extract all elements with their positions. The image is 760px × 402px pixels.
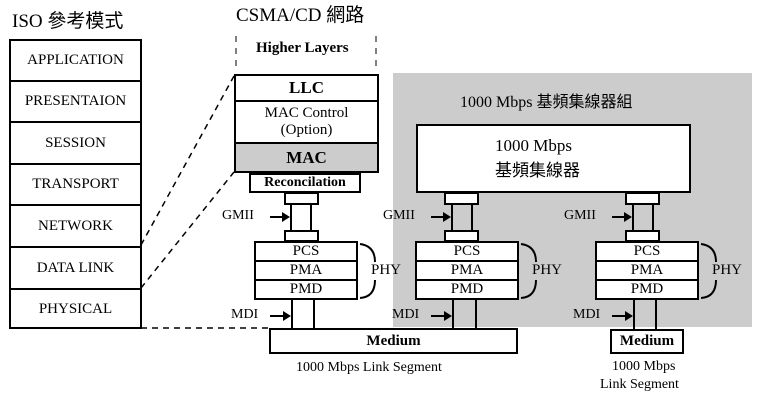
arrow-icon [431,212,451,222]
medium-box: Medium [610,329,684,354]
phy-label: PHY [371,262,402,278]
pma-sublayer: PMA [597,262,697,281]
mac-control-label: MAC Control [264,105,349,121]
mac-control-option-label: (Option) [280,122,333,138]
phy-brace [359,243,376,263]
phy-brace [520,279,537,299]
medium-box: Medium [269,328,518,354]
phy-stack: PCS PMA PMD [254,241,358,300]
iso-layer-network: NETWORK [11,206,140,248]
arrow-icon [431,311,452,321]
link-segment-label: 1000 Mbps Link Segment [296,360,442,375]
pcs-sublayer: PCS [597,243,697,262]
dashed-map-line-bottom [140,171,235,289]
mdi-label: MDI [231,307,259,322]
iso-layer-data-link: DATA LINK [11,248,140,290]
phy-label: PHY [532,262,563,278]
iso-layer-presentation: PRESENTAION [11,82,140,123]
hub-label-line2: 基頻集線器 [495,161,580,180]
hub-label-line1: 1000 Mbps [495,136,572,155]
mac-control-layer: MAC Control (Option) [236,102,377,144]
hub-box: 1000 Mbps 基頻集線器 [416,124,691,193]
phy-brace [359,279,376,299]
arrow-icon [612,212,632,222]
gmii-connector-top [444,192,479,205]
pma-sublayer: PMA [417,262,517,281]
higher-layers-label: Higher Layers [256,40,349,56]
mdi-label: MDI [573,307,601,322]
phy-label: PHY [712,262,743,278]
gmii-connector-top [625,192,660,205]
gmii-label: GMII [564,208,596,223]
gmii-label: GMII [222,208,254,223]
iso-layer-application: APPLICATION [11,41,140,82]
iso-layer-stack: APPLICATION PRESENTAION SESSION TRANSPOR… [9,39,142,329]
iso-title: ISO 參考模式 [12,11,124,32]
phy-stack: PCS PMA PMD [595,241,699,300]
pma-sublayer: PMA [256,262,356,281]
pcs-sublayer: PCS [417,243,517,262]
pmd-sublayer: PMD [630,281,664,297]
phy-stack: PCS PMA PMD [415,241,519,300]
pmd-sublayer: PMD [450,281,484,297]
hub-group-title: 1000 Mbps 基頻集線器組 [460,94,633,111]
reconciliation-sublayer: Reconcilation [249,173,361,193]
pcs-sublayer: PCS [256,243,356,262]
mac-stack: LLC MAC Control (Option) MAC [234,74,379,173]
dashed-map-line-top [140,75,235,246]
link-segment-label-line1: 1000 Mbps [612,359,676,374]
llc-layer: LLC [236,76,377,102]
link-segment-label-line2: Link Segment [600,377,679,392]
iso-layer-physical: PHYSICAL [38,301,113,317]
phy-brace [520,243,537,263]
mdi-label: MDI [392,307,420,322]
iso-layer-session: SESSION [11,123,140,165]
iso-layer-transport: TRANSPORT [11,165,140,206]
csma-title: CSMA/CD 網路 [236,5,365,26]
gmii-label: GMII [383,208,415,223]
arrow-icon [612,311,633,321]
arrow-icon [270,311,291,321]
mac-layer: MAC [236,144,377,171]
pmd-sublayer: PMD [289,281,323,297]
phy-brace [700,279,717,299]
phy-brace [700,243,717,263]
arrow-icon [270,212,290,222]
gmii-connector-top [284,192,319,205]
